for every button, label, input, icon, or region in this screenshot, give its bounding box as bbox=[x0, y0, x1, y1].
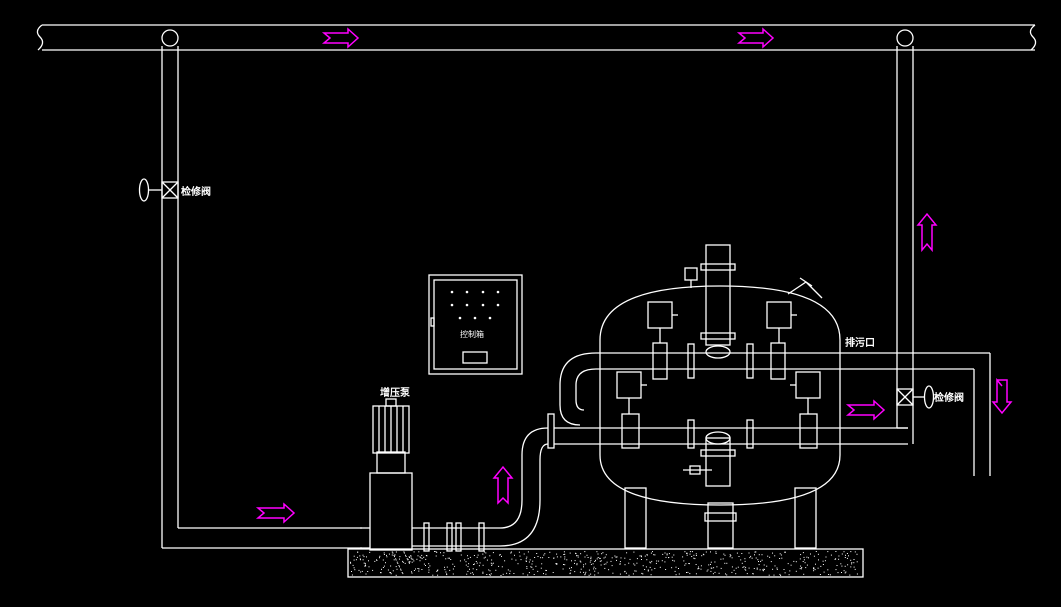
flow-arrow-down bbox=[991, 377, 1013, 415]
booster-pump bbox=[369, 398, 413, 551]
maintenance-valve-left-label: 检修阀 bbox=[181, 185, 211, 198]
sewage-outlet-label: 排污口 bbox=[845, 336, 875, 349]
control-cabinet-label: 控制箱 bbox=[460, 329, 484, 339]
right-vertical-pipe bbox=[896, 46, 914, 444]
concrete-texture bbox=[350, 551, 858, 576]
booster-pump-label: 增压泵 bbox=[380, 386, 411, 399]
flow-arrow-right bbox=[736, 27, 775, 49]
flow-arrow-up bbox=[492, 465, 514, 505]
maintenance-valve-right bbox=[896, 385, 935, 409]
maintenance-valve-right-label: 检修阀 bbox=[934, 391, 964, 404]
main-header-pipe bbox=[36, 24, 1037, 51]
filter-tank bbox=[599, 244, 841, 549]
flow-arrow-right bbox=[255, 502, 296, 524]
control-cabinet bbox=[428, 274, 523, 375]
flow-arrow-right bbox=[321, 27, 360, 49]
lower-manifold bbox=[616, 371, 908, 449]
sewage-drain-pipe bbox=[838, 352, 991, 476]
ground-slab bbox=[347, 548, 864, 578]
flow-arrow-up bbox=[916, 212, 938, 253]
flow-arrow-right bbox=[845, 399, 886, 421]
pump-discharge-pipe bbox=[360, 413, 622, 552]
control-cabinet-indicators bbox=[450, 290, 500, 320]
upper-manifold bbox=[559, 301, 838, 426]
maintenance-valve-left bbox=[138, 178, 179, 202]
left-vertical-pipe bbox=[161, 46, 362, 549]
